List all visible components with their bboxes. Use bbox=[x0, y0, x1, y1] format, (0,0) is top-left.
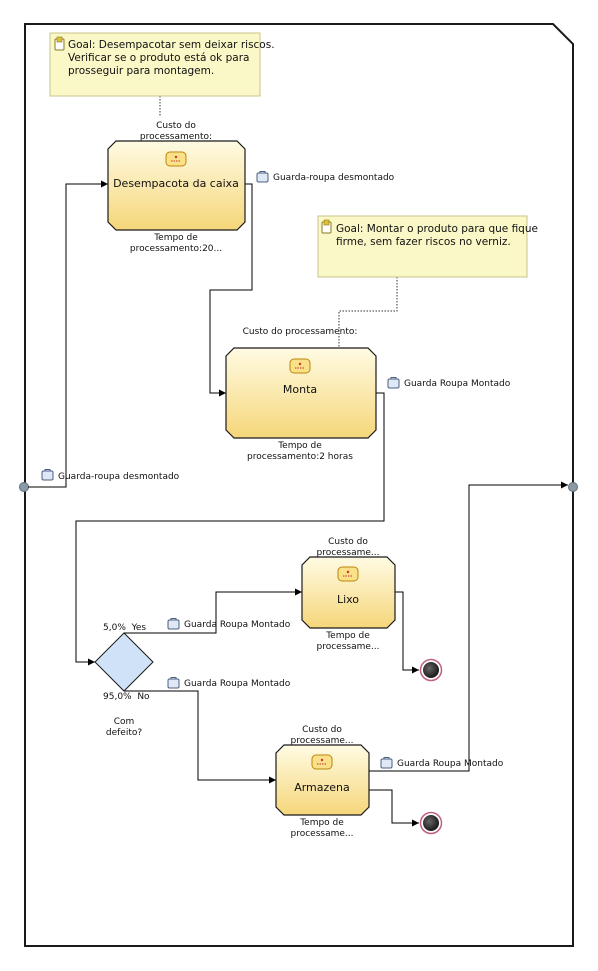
task1-cost-line1: Custo do bbox=[156, 121, 196, 131]
briefcase-icon bbox=[387, 377, 400, 389]
flow-trash-to-end[interactable] bbox=[395, 591, 419, 674]
task4-time-line1: Tempo de bbox=[299, 818, 344, 828]
task1-cost-line2: processamento: bbox=[140, 132, 212, 142]
task2-name: Monta bbox=[283, 383, 317, 396]
decision-label-line2: defeito? bbox=[106, 728, 142, 738]
flow-assemble-to-decision[interactable] bbox=[75, 392, 385, 666]
task-icon bbox=[311, 754, 333, 770]
note2-line2: firme, sem fazer riscos no verniz. bbox=[336, 236, 511, 248]
decision-gateway[interactable] bbox=[94, 632, 154, 692]
decision-no-label: 95,0% No bbox=[103, 692, 150, 702]
task2-time-line1: Tempo de bbox=[277, 441, 322, 451]
task-icon bbox=[289, 358, 311, 374]
task1-time-line1: Tempo de bbox=[153, 233, 198, 243]
goal-note-unpack[interactable]: Goal: Desempacotar sem deixar riscos. Ve… bbox=[49, 32, 275, 97]
task1-name: Desempacota da caixa bbox=[113, 177, 239, 190]
task-icon bbox=[165, 151, 187, 167]
decision-yes-label: 5,0% Yes bbox=[103, 623, 146, 633]
task-icon bbox=[337, 566, 359, 582]
decision-label-line1: Com bbox=[114, 717, 135, 727]
flow-f4-text: Guarda Roupa Montado bbox=[397, 759, 504, 769]
task2-time-line2: processamento:2 horas bbox=[247, 452, 353, 462]
flow-yes[interactable] bbox=[124, 588, 302, 634]
flow-no-text: Guarda Roupa Montado bbox=[184, 679, 291, 689]
task-store[interactable]: Armazena bbox=[275, 744, 370, 816]
flow-label-f4: Guarda Roupa Montado bbox=[380, 757, 504, 769]
note1-line2: Verificar se o produto está ok para bbox=[68, 52, 249, 64]
briefcase-icon bbox=[380, 757, 393, 769]
note1-line1: Goal: Desempacotar sem deixar riscos. bbox=[68, 39, 275, 51]
task-unpack[interactable]: Desempacota da caixa bbox=[107, 140, 246, 231]
flow-unpack-to-assemble[interactable] bbox=[209, 183, 253, 397]
flow-store-to-end[interactable] bbox=[369, 789, 419, 827]
flow-input-text: Guarda-roupa desmontado bbox=[58, 472, 180, 482]
task-trash[interactable]: Lixo bbox=[301, 556, 396, 629]
boundary-end-event[interactable] bbox=[568, 482, 578, 492]
flow-input[interactable] bbox=[28, 180, 108, 488]
task3-time-line2: processame... bbox=[317, 642, 380, 652]
note2-line1: Goal: Montar o produto para que fique bbox=[336, 223, 538, 235]
flow-store-to-exit[interactable] bbox=[369, 481, 568, 772]
flow-f2-text: Guarda Roupa Montado bbox=[404, 379, 511, 389]
briefcase-icon bbox=[256, 171, 269, 183]
task4-cost-line2: processame... bbox=[291, 736, 354, 746]
task3-cost-line2: processame... bbox=[317, 548, 380, 558]
task3-cost-line1: Custo do bbox=[328, 537, 368, 547]
flow-label-f2: Guarda Roupa Montado bbox=[387, 377, 511, 389]
flow-label-f1: Guarda-roupa desmontado bbox=[256, 171, 395, 183]
task3-time-line1: Tempo de bbox=[325, 631, 370, 641]
briefcase-icon bbox=[167, 618, 180, 630]
goal-note-assemble[interactable]: Goal: Montar o produto para que fique fi… bbox=[317, 215, 538, 278]
task-assemble[interactable]: Monta bbox=[225, 347, 377, 439]
flow-label-no: Guarda Roupa Montado bbox=[167, 677, 291, 689]
start-event[interactable] bbox=[19, 482, 29, 492]
note1-line3: prosseguir para montagem. bbox=[68, 65, 214, 77]
task4-cost-line1: Custo do bbox=[302, 725, 342, 735]
end-event-trash[interactable] bbox=[419, 658, 443, 682]
briefcase-icon bbox=[167, 677, 180, 689]
task3-name: Lixo bbox=[337, 593, 359, 606]
task4-time-line2: processame... bbox=[291, 829, 354, 839]
flow-label-yes: Guarda Roupa Montado bbox=[167, 618, 291, 630]
task1-time-line2: processamento:20... bbox=[130, 244, 222, 254]
flow-label-input: Guarda-roupa desmontado bbox=[41, 469, 180, 482]
task4-name: Armazena bbox=[294, 781, 350, 794]
task2-cost-line1: Custo do processamento: bbox=[243, 327, 358, 337]
briefcase-icon bbox=[41, 469, 54, 481]
note2-association bbox=[338, 277, 398, 348]
flow-f1-text: Guarda-roupa desmontado bbox=[273, 173, 395, 183]
flow-no[interactable] bbox=[124, 690, 276, 784]
end-event-store[interactable] bbox=[419, 811, 443, 835]
flow-yes-text: Guarda Roupa Montado bbox=[184, 620, 291, 630]
